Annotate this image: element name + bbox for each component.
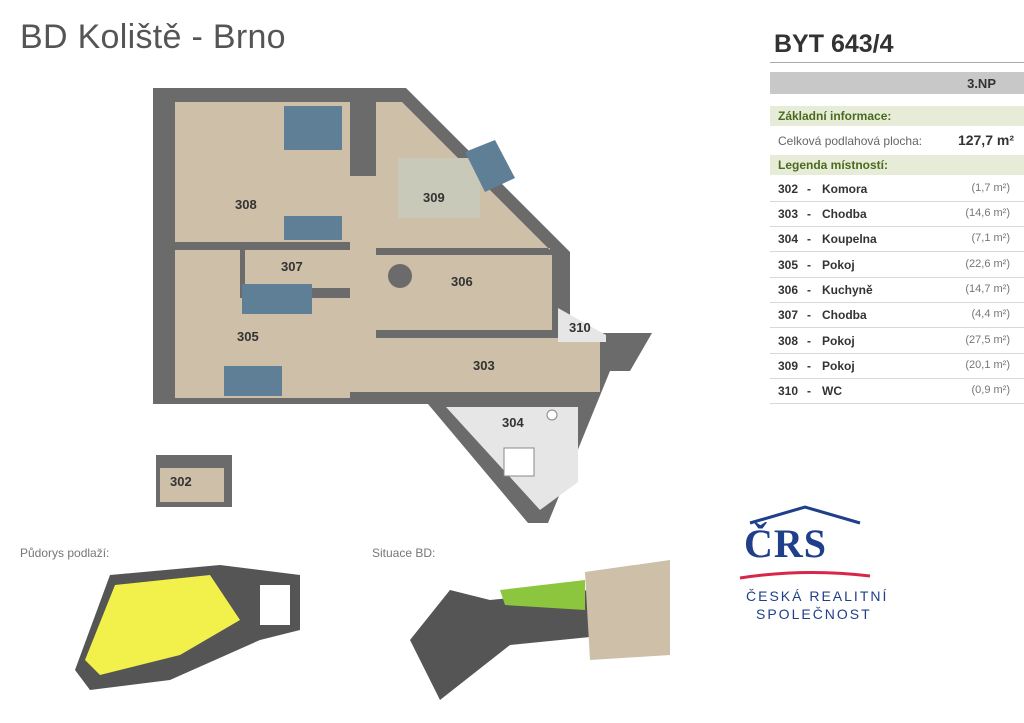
bed-icon [242, 284, 312, 314]
room-310-floor [558, 308, 606, 342]
room-label-303: 303 [473, 358, 495, 373]
room-size: (4,4 m²) [971, 308, 1011, 320]
logo-swoosh [739, 570, 871, 580]
unit-title: BYT 643/4 [774, 30, 894, 58]
room-label-305: 305 [237, 329, 259, 344]
room-size: (1,7 m²) [971, 182, 1011, 194]
floor-bar: 3.NP [770, 72, 1024, 94]
bed-icon [284, 216, 342, 240]
logo-line2: SPOLEČNOST [756, 606, 872, 622]
area-value: 127,7 m² [957, 132, 1014, 148]
room-code: 302 [778, 182, 799, 196]
room-code: 305 [778, 258, 799, 272]
room-row: 302 - Komora (1,7 m²) [770, 176, 1024, 202]
room-dash: - [807, 207, 811, 221]
site-map [410, 560, 670, 700]
room-row: 309 - Pokoj (20,1 m²) [770, 353, 1024, 379]
room-303-floor [376, 338, 600, 392]
room-code: 306 [778, 283, 799, 297]
room-size: (14,7 m²) [965, 283, 1010, 295]
room-row: 308 - Pokoj (27,5 m²) [770, 328, 1024, 354]
mini-floor-plan [75, 565, 300, 690]
room-code: 308 [778, 334, 799, 348]
room-size: (22,6 m²) [965, 258, 1010, 270]
room-size: (0,9 m²) [971, 384, 1011, 396]
room-code: 309 [778, 359, 799, 373]
mini-stair [260, 585, 290, 625]
hall-floor [350, 176, 376, 392]
basic-info-label: Základní informace: [778, 109, 892, 123]
room-dash: - [807, 359, 811, 373]
room-name: Pokoj [822, 359, 855, 373]
room-size: (14,6 m²) [965, 207, 1010, 219]
room-size: (27,5 m²) [965, 334, 1010, 346]
room-size: (20,1 m²) [965, 359, 1010, 371]
room-name: WC [822, 384, 842, 398]
room-302-floor [160, 468, 224, 502]
bathtub-icon [503, 447, 535, 477]
room-label-304: 304 [502, 415, 524, 430]
sink-icon [546, 409, 558, 421]
room-code: 307 [778, 308, 799, 322]
area-label: Celková podlahová plocha: [778, 134, 923, 148]
logo-line1: ČESKÁ REALITNÍ [746, 588, 889, 604]
room-dash: - [807, 182, 811, 196]
room-size: (7,1 m²) [971, 232, 1011, 244]
legend-header: Legenda místností: [770, 155, 1024, 175]
rug [398, 158, 480, 218]
room-name: Chodba [822, 308, 867, 322]
table-icon [388, 264, 412, 288]
room-dash: - [807, 283, 811, 297]
floor-plan: 308 309 307 306 305 310 303 304 302 [153, 88, 652, 523]
room-label-310: 310 [569, 320, 591, 335]
room-name: Koupelna [822, 232, 877, 246]
project-title: BD Koliště - Brno [20, 18, 286, 56]
room-305-floor [175, 250, 350, 398]
room-dash: - [807, 308, 811, 322]
room-name: Pokoj [822, 258, 855, 272]
floor-label: 3.NP [967, 76, 996, 91]
room-row: 303 - Chodba (14,6 m²) [770, 201, 1024, 227]
room-code: 304 [778, 232, 799, 246]
room-label-306: 306 [451, 274, 473, 289]
room-row: 307 - Chodba (4,4 m²) [770, 302, 1024, 328]
room-name: Komora [822, 182, 868, 196]
room-row: 304 - Koupelna (7,1 m²) [770, 226, 1024, 252]
bed-icon [284, 106, 342, 150]
room-dash: - [807, 232, 811, 246]
mini-highlight [85, 575, 240, 675]
room-name: Pokoj [822, 334, 855, 348]
title-divider [770, 62, 1024, 63]
area-row: Celková podlahová plocha: 127,7 m² [770, 128, 1024, 152]
room-label-302: 302 [170, 474, 192, 489]
site-label: Situace BD: [372, 546, 436, 560]
bed-icon [224, 366, 282, 396]
room-code: 310 [778, 384, 799, 398]
roof-icon [749, 505, 861, 525]
room-label-307: 307 [281, 259, 303, 274]
room-row: 306 - Kuchyně (14,7 m²) [770, 277, 1024, 303]
room-label-308: 308 [235, 197, 257, 212]
floorplan-label: Půdorys podlaží: [20, 546, 110, 560]
room-307-floor [245, 250, 350, 288]
bed-icon [465, 140, 515, 192]
basic-info-header: Základní informace: [770, 106, 1024, 126]
room-dash: - [807, 334, 811, 348]
room-code: 303 [778, 207, 799, 221]
room-label-309: 309 [423, 190, 445, 205]
legend-label: Legenda místností: [778, 158, 889, 172]
logo-mark: ČRS [744, 521, 828, 566]
site-plot [585, 560, 670, 660]
site-green [500, 580, 585, 610]
room-dash: - [807, 258, 811, 272]
room-dash: - [807, 384, 811, 398]
room-row: 310 - WC (0,9 m²) [770, 378, 1024, 404]
room-name: Kuchyně [822, 283, 873, 297]
room-name: Chodba [822, 207, 867, 221]
room-row: 305 - Pokoj (22,6 m²) [770, 252, 1024, 278]
